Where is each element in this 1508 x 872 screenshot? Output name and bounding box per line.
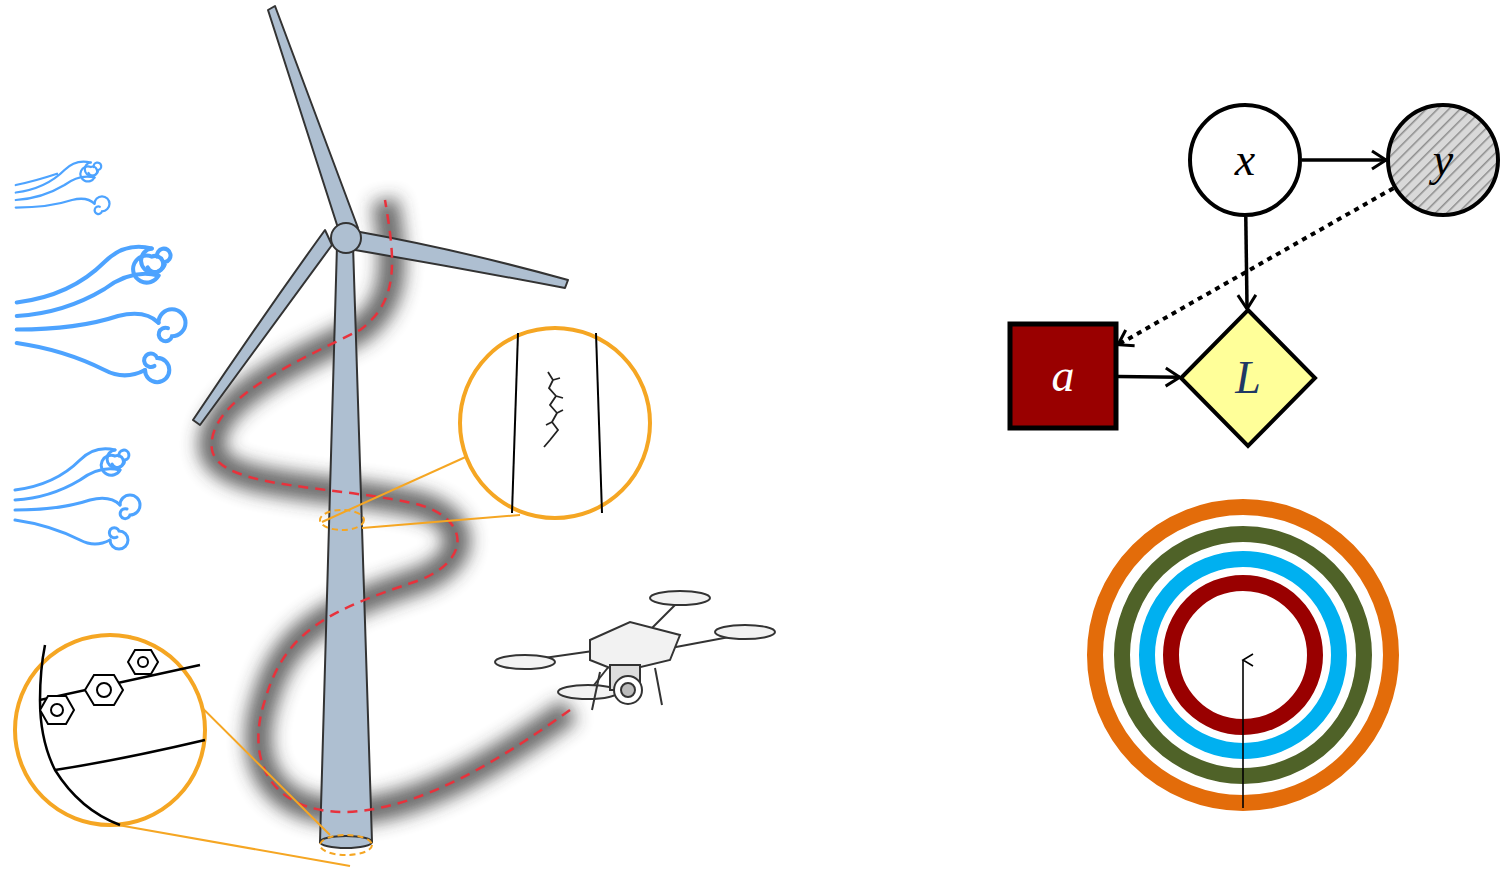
utility-diamond: L: [1179, 308, 1317, 448]
influence-arrow: [1302, 158, 1386, 162]
wind-gusts: [15, 162, 186, 549]
concentric-rings: [1095, 507, 1391, 808]
node-label: x: [1235, 137, 1255, 183]
node-label: L: [1235, 355, 1261, 401]
chance-node: x: [1188, 103, 1302, 217]
influence-arrow: [1118, 375, 1180, 379]
crack-zoom: [320, 328, 650, 530]
bolt-zoom: [15, 635, 372, 866]
node-label: a: [1052, 353, 1075, 399]
turbine-hub: [331, 223, 361, 253]
influence-arrow: [1246, 217, 1247, 309]
turbine-tower: [320, 245, 372, 842]
drone: [495, 591, 775, 710]
decision-node: a: [1008, 322, 1118, 430]
observed-node: y: [1386, 103, 1500, 217]
node-label: y: [1433, 137, 1453, 183]
